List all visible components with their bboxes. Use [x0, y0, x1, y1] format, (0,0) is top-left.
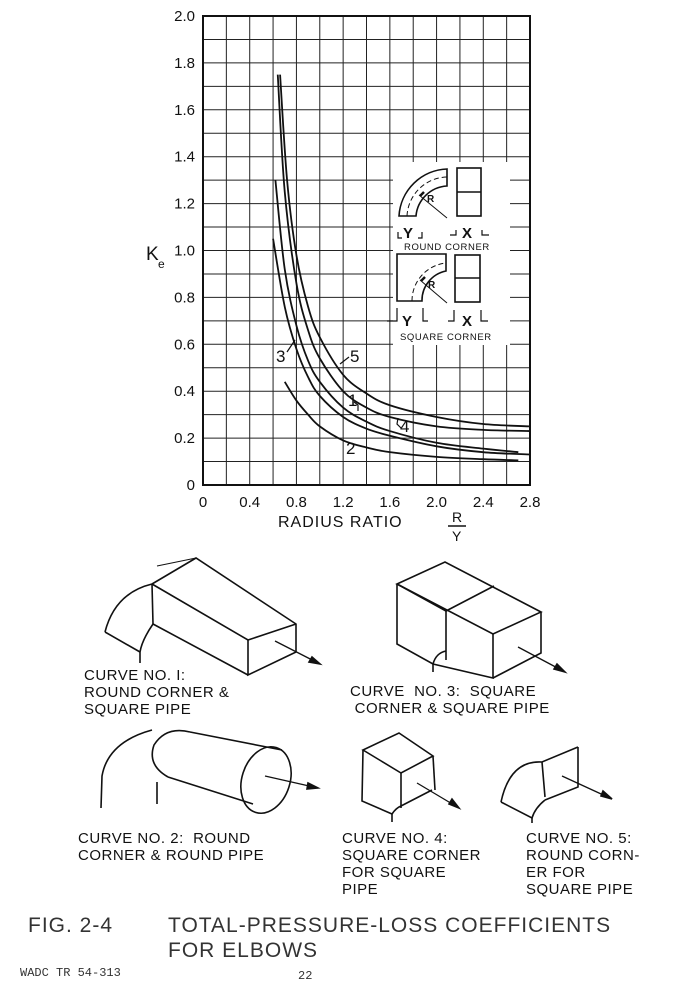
caption-curve-5: CURVE NO. 5: ROUND CORN- ER FOR SQUARE P… — [526, 830, 640, 898]
x-axis-ticks: 0 0.4 0.8 1.2 1.6 2.0 2.4 2.8 — [199, 494, 541, 511]
round-corner-label: ROUND CORNER — [404, 242, 490, 253]
x-axis-label: RADIUS RATIO — [278, 514, 403, 531]
figure-number: FIG. 2-4 — [28, 914, 114, 937]
curve-2 — [283, 381, 519, 462]
inset-y-label-1: Y — [403, 225, 413, 242]
round-corner-section-icon — [456, 167, 482, 217]
curve-3 — [272, 238, 531, 456]
curve5-elbow-drawing — [500, 746, 613, 823]
y-tick-label: 1.2 — [174, 196, 195, 213]
curve-label-group: 3 5 1 4 2 — [276, 339, 409, 458]
geometry-inset: R Y X ROUND CORNER R Y X SQUARE CORNER — [387, 162, 510, 345]
plot-frame — [202, 15, 531, 486]
y-tick-label: 2.0 — [174, 8, 195, 25]
inset-r-label-2: R — [428, 280, 436, 291]
y-tick-label: 0.6 — [174, 336, 195, 353]
curve-4 — [276, 74, 531, 432]
curve-label-3: 3 — [276, 347, 285, 366]
curve-label-5: 5 — [350, 347, 359, 366]
report-id: WADC TR 54-313 — [20, 966, 121, 980]
curve3-elbow-drawing — [395, 561, 568, 680]
caption-curve-2: CURVE NO. 2: ROUND CORNER & ROUND PIPE — [78, 830, 265, 864]
data-curves — [272, 74, 531, 462]
y-tick-label: 1.8 — [174, 55, 195, 72]
inset-y-label-2: Y — [402, 313, 412, 330]
inset-x-label-2: X — [462, 313, 472, 330]
y-tick-label: 0.8 — [174, 289, 195, 306]
y-tick-label: 1.0 — [174, 243, 195, 260]
x-tick-label: 0 — [199, 494, 207, 511]
y-tick-label: 1.6 — [174, 102, 195, 119]
curve-5 — [279, 74, 531, 428]
x-axis-fraction-numerator: R — [452, 509, 462, 525]
ke-vs-radius-ratio-chart: 0 0.2 0.4 0.6 0.8 1.0 1.2 1.4 1.6 1.8 2.0 0 0.4 0.8 1… — [146, 8, 541, 544]
x-tick-label: 2.4 — [473, 494, 494, 511]
y-tick-label: 0.2 — [174, 430, 195, 447]
caption-curve-3: CURVE NO. 3: SQUARE CORNER & SQUARE PIPE — [350, 683, 550, 717]
inset-x-label-1: X — [462, 225, 472, 242]
curve-label-4: 4 — [400, 417, 409, 436]
caption-curve-4: CURVE NO. 4: SQUARE CORNER FOR SQUARE PI… — [342, 830, 482, 898]
round-corner-elbow-icon — [398, 168, 448, 219]
y-tick-label: 0 — [187, 477, 195, 494]
curve-1 — [274, 180, 519, 454]
y-axis-ticks: 0 0.2 0.4 0.6 0.8 1.0 1.2 1.4 1.6 1.8 2.0 — [174, 8, 195, 494]
figure-title-line-1: TOTAL-PRESSURE-LOSS COEFFICIENTS — [168, 914, 612, 937]
figure-title-line-2: FOR ELBOWS — [168, 939, 319, 962]
x-tick-label: 0.8 — [286, 494, 307, 511]
y-axis-label: K — [146, 244, 159, 265]
square-corner-elbow-icon — [396, 253, 448, 304]
curve2-elbow-drawing — [100, 729, 321, 814]
y-tick-label: 1.4 — [174, 149, 195, 166]
curve1-elbow-drawing — [104, 557, 323, 677]
x-tick-label: 2.8 — [520, 494, 541, 511]
x-tick-label: 0.4 — [239, 494, 260, 511]
x-tick-label: 1.6 — [379, 494, 400, 511]
curve-label-2: 2 — [346, 439, 355, 458]
square-corner-label: SQUARE CORNER — [400, 332, 492, 343]
inset-r-label-1: R — [427, 194, 435, 205]
y-axis-label-subscript: e — [158, 257, 165, 271]
page-number: 22 — [298, 969, 313, 983]
x-tick-label: 1.2 — [333, 494, 354, 511]
caption-curve-1: CURVE NO. I: ROUND CORNER & SQUARE PIPE — [84, 667, 230, 718]
y-tick-label: 0.4 — [174, 383, 195, 400]
curve-label-1: 1 — [348, 391, 357, 410]
square-corner-section-icon — [454, 254, 481, 303]
x-tick-label: 2.0 — [426, 494, 447, 511]
x-axis-fraction-denominator: Y — [452, 528, 462, 544]
curve4-elbow-drawing — [361, 732, 462, 822]
